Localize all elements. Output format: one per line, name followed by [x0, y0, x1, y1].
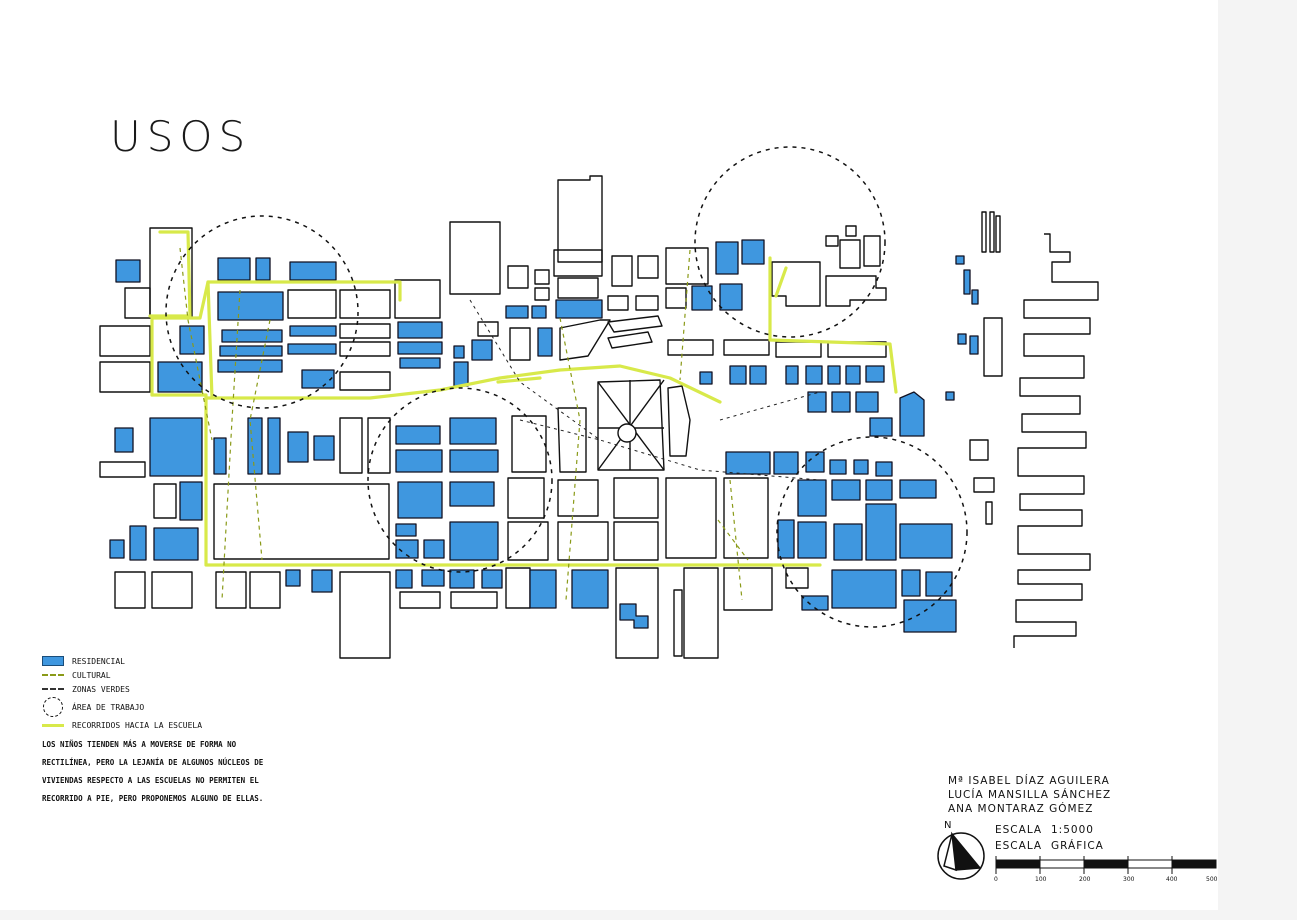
route-swatch [42, 723, 64, 727]
legend-item-work-area: Área de trabajo [40, 696, 280, 718]
map-legend: Residencial Cultural Zonas verdes Área d… [40, 654, 280, 732]
residential-swatch [42, 656, 64, 666]
scale-tick-label: 400 [1166, 876, 1178, 883]
legend-label: Zonas verdes [72, 684, 130, 694]
green-zone-paths [179, 247, 749, 601]
school-routes [148, 230, 898, 567]
map-title: USOS [110, 112, 252, 161]
work-areas [165, 146, 968, 628]
scale-tick-label: 200 [1079, 876, 1091, 883]
author-name: Ana Montaraz Gómez [948, 803, 1094, 815]
scale-tick-label: 300 [1123, 876, 1135, 883]
cultural-paths [469, 299, 821, 481]
scale-tick-label: 500 [1206, 876, 1218, 883]
legend-label: Cultural [72, 670, 111, 680]
building-blocks [99, 175, 1099, 659]
north-label: N [944, 820, 952, 831]
scale-graphic-label: Escala [995, 840, 1043, 852]
legend-item-green-zones: Zonas verdes [40, 682, 280, 696]
scale-graphic-value: Gráfica [1051, 840, 1104, 852]
author-name: Mª Isabel Díaz Aguilera [948, 775, 1110, 787]
green-zone-swatch [42, 688, 64, 690]
legend-label: Residencial [72, 656, 125, 666]
legend-label: Área de trabajo [72, 702, 145, 712]
explanatory-note: Los niños tienden más a moverse de forma… [42, 740, 264, 803]
graphic-scale-bar [995, 856, 1217, 874]
north-arrow [937, 831, 985, 880]
scale-tick-label: 100 [1035, 876, 1047, 883]
scale-tick-label: 0 [994, 876, 998, 883]
scale-numeric-label: Escala [995, 824, 1043, 836]
cultural-swatch [42, 674, 64, 676]
legend-item-residential: Residencial [40, 654, 280, 668]
legend-item-routes: Recorridos hacia la escuela [40, 718, 280, 732]
authors-block: Mª Isabel Díaz Aguilera Lucía Mansilla S… [948, 774, 1111, 816]
residential-blocks [109, 239, 979, 633]
legend-label: Recorridos hacia la escuela [72, 720, 203, 730]
scale-numeric-value: 1:5000 [1051, 824, 1094, 836]
legend-item-cultural: Cultural [40, 668, 280, 682]
author-name: Lucía Mansilla Sánchez [948, 789, 1112, 801]
scale-info: Escala1:5000 EscalaGráfica [995, 822, 1107, 854]
work-area-swatch [43, 697, 63, 717]
